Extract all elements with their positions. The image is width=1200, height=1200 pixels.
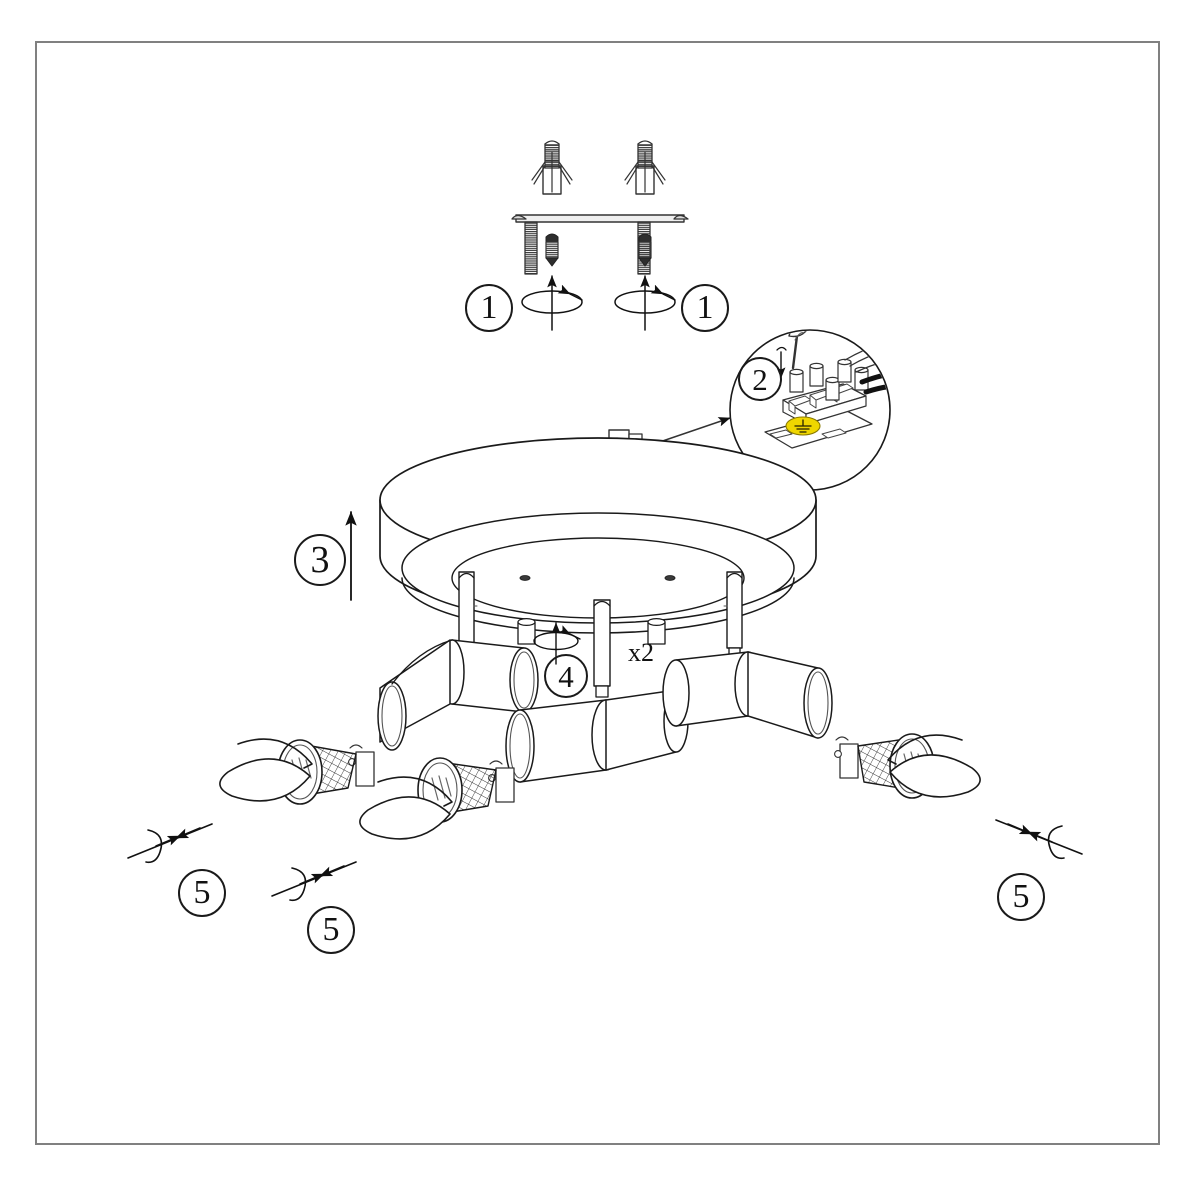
step-badge-4: 4 — [544, 654, 588, 698]
step-badge-1-right: 1 — [681, 284, 729, 332]
step-badge-5-right: 5 — [997, 873, 1045, 921]
quantity-annotation-x2: x2 — [628, 638, 654, 667]
step-badge-1-left: 1 — [465, 284, 513, 332]
step-badge-3: 3 — [294, 534, 346, 586]
step-badge-5-left-outer: 5 — [178, 869, 226, 917]
page-border-frame — [35, 41, 1160, 1145]
step-badge-2: 2 — [738, 357, 782, 401]
step-badge-5-left-inner: 5 — [307, 906, 355, 954]
